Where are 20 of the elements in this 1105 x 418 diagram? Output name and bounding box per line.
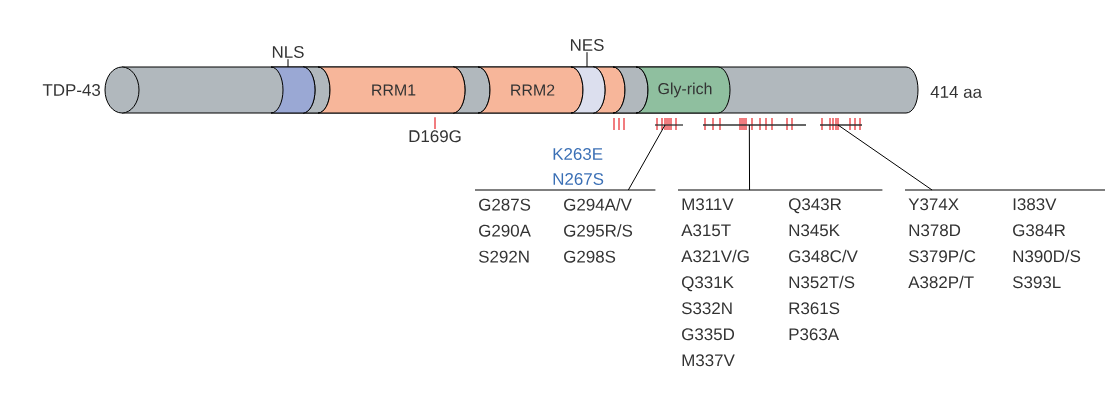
leader-line [287, 58, 289, 68]
protein-label: TDP-43 [42, 84, 101, 96]
domain-label: NLS [272, 46, 304, 58]
mutation-list: M311V A315T A321V/G Q331K S332N G335D M337V Q343R N345K G348C/V N352T/S R361S P363A [677, 189, 883, 367]
leader-line [434, 116, 436, 130]
mutation-label: D169G [409, 130, 461, 143]
mutation-list: G287S G290A S292N G294A/V G295R/S G298S [474, 189, 656, 263]
mutation-list: Y374X N378D S379P/C A382P/T I383V G384R N390D/S S393L [904, 189, 1105, 289]
mutation-label: K263E [553, 148, 603, 160]
protein-label: 414 aa [930, 86, 982, 98]
leader-line [627, 124, 666, 191]
bracket-line [655, 124, 683, 126]
bracket-line [703, 124, 806, 126]
leader-line [586, 51, 588, 68]
bracket-line [820, 124, 862, 126]
domain-label: NES [571, 39, 604, 51]
domain-segment: RRM1 [317, 66, 466, 114]
domain-segment [270, 66, 316, 114]
leader-line [837, 124, 933, 191]
leader-line [748, 124, 751, 191]
